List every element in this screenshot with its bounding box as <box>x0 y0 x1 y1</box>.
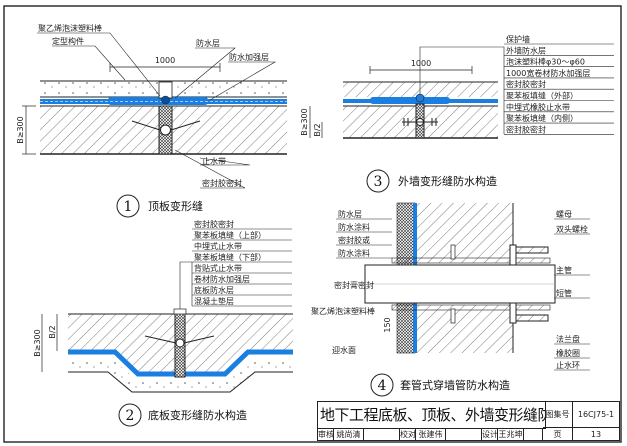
callout-label: 聚苯板填缝（内侧） <box>506 113 578 123</box>
callout-label: 迎水面 <box>332 345 356 355</box>
waterproof-reinforcement <box>108 97 208 105</box>
thickness-dim: B≥300 <box>33 329 42 356</box>
check-label: 校对 <box>400 428 416 441</box>
foam-rod <box>161 95 170 105</box>
half-dim: B/2 <box>48 325 57 338</box>
callout-label: 双头螺栓 <box>556 224 588 234</box>
thickness-dim: B≥300 <box>16 116 25 143</box>
callout-label: 橡胶圈 <box>556 348 580 358</box>
callout-label: 密封胶或 <box>338 235 370 245</box>
callout-label: 泡沫塑料棒φ30～φ60 <box>506 57 585 67</box>
detail-3-wall-joint: 1000 B≥300 B/2 保护墙外墙防水层泡沫塑料棒φ30～φ601000宽… <box>300 34 614 193</box>
callout-label: 1000宽卷材防水加强层 <box>506 68 590 78</box>
label-waterproof-layer: 防水层 <box>196 38 220 48</box>
callout-label: 螺母 <box>556 209 572 219</box>
callout-label: 中埋式止水带 <box>194 241 242 251</box>
callout-label: 密封胶密封 <box>506 124 546 134</box>
review-label: 审核 <box>318 428 334 441</box>
detail-1-roof-slab-joint: 1000 B≥300 聚乙烯泡沫塑料棒 定型构件 防水层 防水加强层 止水带 密… <box>16 23 287 218</box>
callout-label: 混凝土垫层 <box>194 296 234 306</box>
callout-label: 底板防水层 <box>194 285 234 295</box>
detail-3-number: 3 <box>374 174 383 190</box>
atlas-label: 图集号 <box>543 402 573 428</box>
callout-label: 密封胶密封 <box>194 219 234 229</box>
checker-signature <box>446 428 482 441</box>
detail-4-number: 4 <box>378 378 387 394</box>
detail-2-title: 底板变形缝防水构造 <box>148 408 247 422</box>
callout-label: 主管 <box>556 265 572 275</box>
callout-label: 聚苯板填缝（外部） <box>506 91 578 101</box>
callout-label: 止水环 <box>556 360 580 370</box>
designer-signature <box>524 428 543 441</box>
callout-label: 聚苯板填缝（上部） <box>194 230 266 240</box>
waterstop-bulb <box>160 124 171 136</box>
callout-label: 防水涂料 <box>338 222 370 232</box>
label-waterstop: 止水带 <box>202 156 226 166</box>
detail-2-floor-slab-joint: B≥300 B/2 密封胶密封聚苯板填缝（上部）中埋式止水带聚苯板填缝（下部）背… <box>33 219 293 427</box>
offset-dim: 150 <box>383 317 392 332</box>
callout-label: 短管 <box>556 288 572 298</box>
callout-label: 保护墙 <box>506 34 530 44</box>
dimension-1000: 1000 <box>155 56 175 65</box>
half-dim: B/2 <box>313 123 322 136</box>
reviewer-signature <box>364 428 400 441</box>
reviewer-name: 姚尚清 <box>334 428 364 441</box>
checker-name: 张建伟 <box>416 428 446 441</box>
sheet-border <box>3 5 622 443</box>
dimension-1000: 1000 <box>411 59 431 68</box>
callout-label: 聚苯板填缝（下部） <box>194 252 266 262</box>
detail-4-title: 套管式穿墙管防水构造 <box>400 378 510 392</box>
callout-label: 密封膏密封 <box>334 280 374 290</box>
title-block: 地下工程底板、顶板、外墙变形缝防水构造 图集号 16CJ75-1 审核 姚尚清 … <box>317 401 620 441</box>
detail-1-title: 顶板变形缝 <box>148 199 203 213</box>
page-number: 13 <box>573 428 619 441</box>
detail-3-title: 外墙变形缝防水构造 <box>398 174 497 188</box>
callout-label: 防水涂料 <box>338 248 370 258</box>
atlas-number: 16CJ75-1 <box>573 402 619 428</box>
design-label: 设计 <box>482 428 498 441</box>
callout-label: 法兰盘 <box>556 334 580 344</box>
callout-label: 背贴式止水带 <box>194 263 242 273</box>
detail-1-number-circle <box>116 194 140 218</box>
callout-label: 密封胶密封 <box>506 79 546 89</box>
thickness-dim: B≥300 <box>300 108 309 135</box>
detail-2-number: 2 <box>126 408 135 424</box>
designer-name: 王兆坤 <box>498 428 524 441</box>
callout-label: 卷材防水加强层 <box>194 274 250 284</box>
page-label: 页 <box>543 428 573 441</box>
label-foam-rod: 聚乙烯泡沫塑料棒 <box>38 23 102 33</box>
callout-label: 外墙防水层 <box>506 45 546 55</box>
detail-1-number: 1 <box>124 199 133 215</box>
callout-label: 聚乙烯泡沫塑料棒 <box>311 306 375 316</box>
sheet-title: 地下工程底板、顶板、外墙变形缝防水构造 <box>318 402 546 429</box>
label-sealant: 密封胶密封 <box>202 178 242 188</box>
label-reinforcement-layer: 防水加强层 <box>229 52 269 62</box>
callout-label: 防水层 <box>338 209 362 219</box>
callout-label: 中埋式橡胶止水带 <box>506 102 570 112</box>
label-profile-member: 定型构件 <box>52 36 84 46</box>
